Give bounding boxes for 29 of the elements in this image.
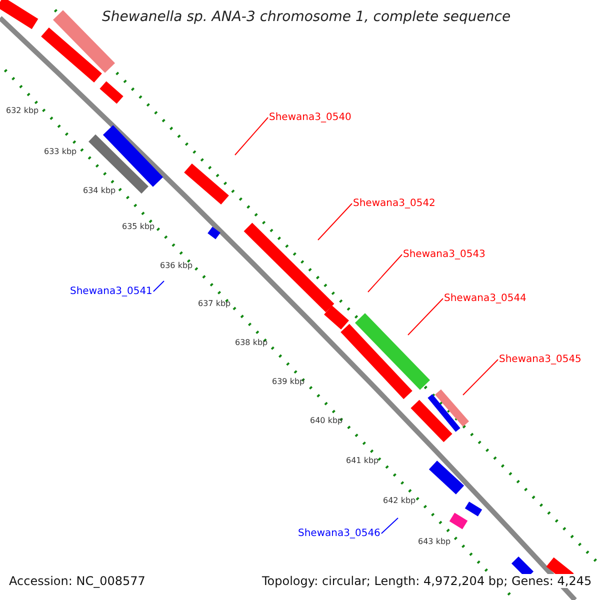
- leader-line: [234, 117, 268, 156]
- scale-label: 634 kbp: [83, 186, 116, 195]
- accession-text: Accession: NC_008577: [9, 574, 146, 588]
- title: Shewanella sp. ANA-3 chromosome 1, complete sequence: [102, 9, 511, 25]
- leader-line: [368, 254, 402, 292]
- scale-label: 636 kbp: [160, 261, 193, 270]
- leader-line: [408, 298, 444, 336]
- gene-label: Shewana3_0545: [499, 354, 582, 365]
- scale-label: 637 kbp: [198, 299, 231, 308]
- gene-label: Shewana3_0543: [403, 249, 486, 260]
- gene-label: Shewana3_0544: [444, 293, 526, 304]
- scale-label: 641 kbp: [346, 456, 379, 465]
- gene-label: Shewana3_0546: [298, 528, 380, 539]
- scale-label: 633 kbp: [44, 147, 77, 156]
- gene-label: Shewana3_0540: [269, 112, 352, 123]
- summary-text: Topology: circular; Length: 4,972,204 bp; Genes: 4,245: [262, 574, 592, 588]
- scale-label: 635 kbp: [122, 222, 155, 231]
- leader-line: [152, 280, 164, 292]
- leader-line: [462, 359, 498, 396]
- scale-label: 632 kbp: [6, 106, 39, 115]
- scale-label: 642 kbp: [383, 496, 416, 505]
- scale-label: 638 kbp: [235, 338, 268, 347]
- scale-label: 643 kbp: [418, 537, 451, 546]
- gene-label: Shewana3_0542: [353, 198, 436, 209]
- scale-label: 639 kbp: [272, 377, 305, 386]
- scale-label: 640 kbp: [310, 416, 343, 425]
- leader-line: [380, 518, 398, 534]
- gene-label: Shewana3_0541: [70, 286, 152, 297]
- leader-line: [318, 203, 352, 240]
